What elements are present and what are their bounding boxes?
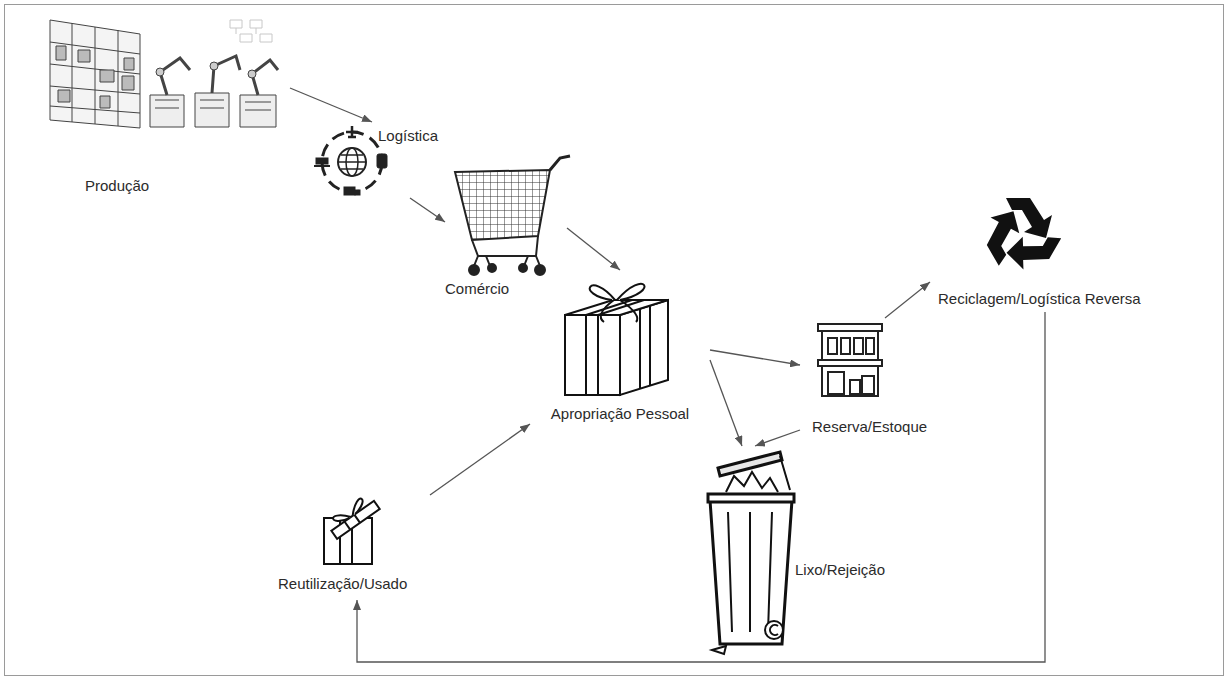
node-label: Reutilização/Usado [278, 575, 407, 593]
flow-arrow [710, 360, 742, 446]
trash-bin-icon [708, 452, 794, 654]
node-label: Lixo/Rejeição [795, 561, 885, 579]
node-label: Comércio [445, 280, 509, 298]
storage-icon [818, 324, 882, 396]
icon-node: Reciclagem/Logística Reversa [930, 185, 1195, 312]
flow-arrow [357, 312, 1045, 662]
node-label: Reserva/Estoque [812, 418, 927, 436]
icon-node: Reserva/Estoque [800, 318, 950, 440]
flow-arrow [290, 88, 372, 122]
flow-arrow [410, 198, 445, 222]
node-label: Produção [85, 177, 149, 195]
node-label: Logística [378, 127, 438, 145]
icon-node: Apropriação Pessoal [530, 270, 710, 428]
flow-arrow [710, 350, 800, 365]
icon-node: Comércio [445, 165, 567, 300]
frame [5, 5, 1224, 676]
open-box-icon [324, 493, 380, 564]
icon-node: Reutilização/Usado [270, 475, 430, 600]
logistics-icon [314, 126, 387, 195]
icon-node: Lixo/Rejeição [700, 446, 890, 648]
factory-illustration [50, 20, 278, 128]
icon-node: Logística [318, 122, 458, 198]
recycle-symbol [976, 198, 1061, 278]
flow-arrow [885, 282, 930, 318]
node-label: Reciclagem/Logística Reversa [938, 290, 1141, 308]
cart-icon [455, 156, 570, 275]
icon-node: Produção [40, 12, 290, 202]
gift-icon [565, 284, 668, 395]
flow-arrow [430, 424, 530, 495]
flow-arrow [755, 430, 800, 446]
flow-arrow [567, 228, 620, 270]
node-label: Apropriação Pessoal [551, 405, 689, 423]
